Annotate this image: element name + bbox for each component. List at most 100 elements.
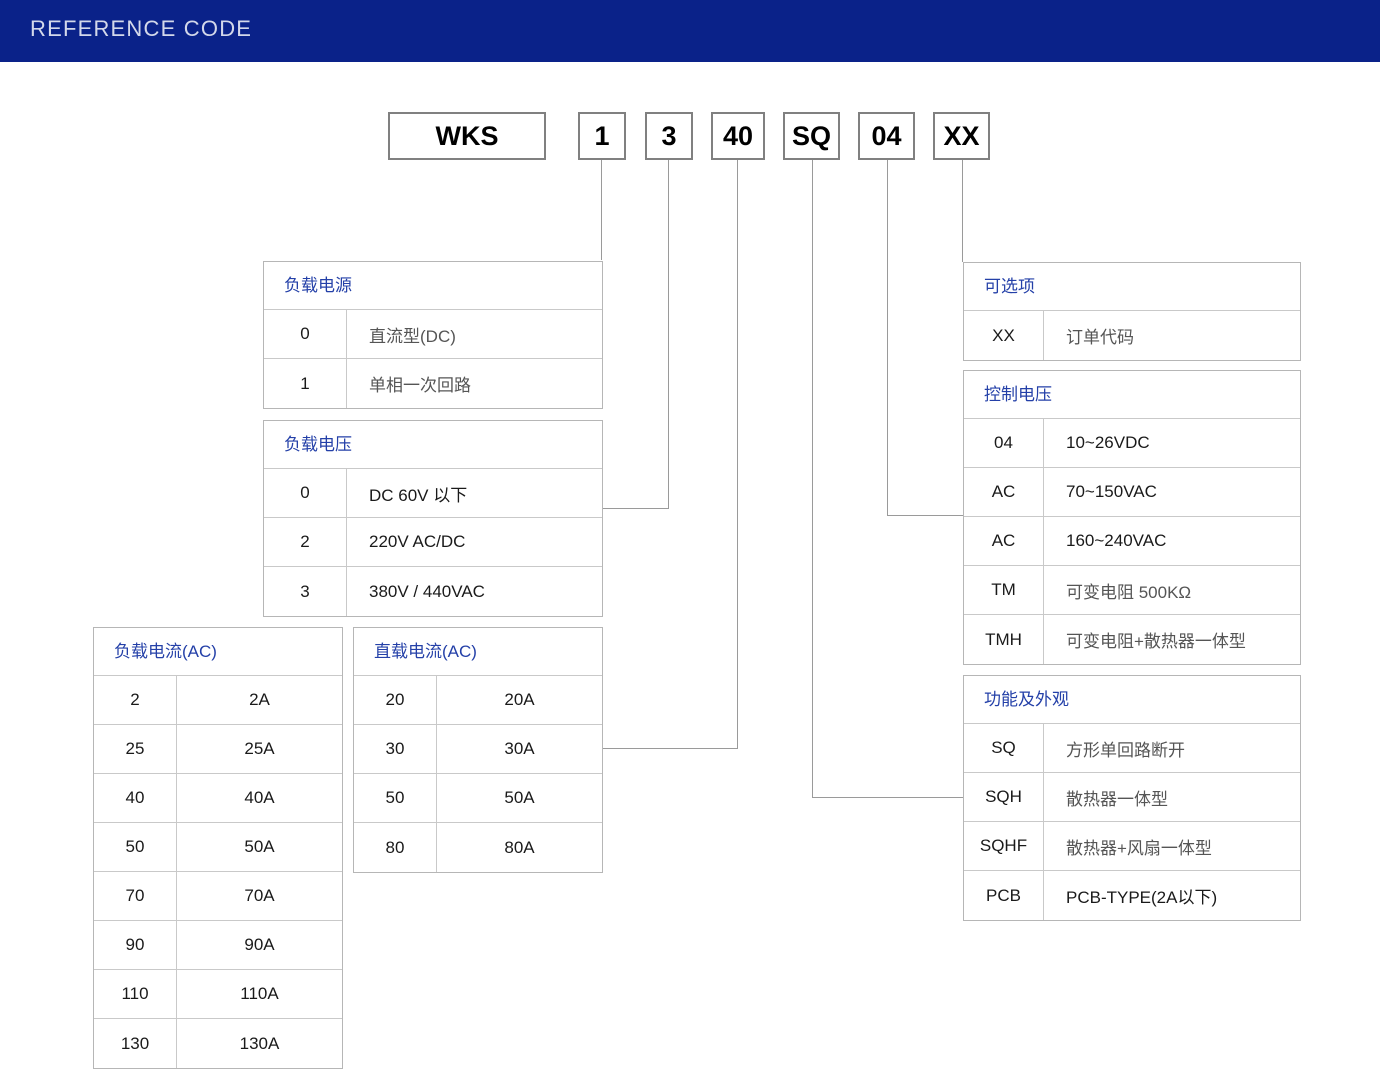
connector-load-current-v [737,160,738,749]
row-desc: 10~26VDC [1066,433,1150,452]
table-row: 90 90A [94,921,342,970]
row-desc: 70A [244,886,275,905]
table-function-appearance-title: 功能及外观 [964,676,1300,724]
row-code: TMH [964,615,1044,664]
table-control-voltage-title: 控制电压 [964,371,1300,419]
row-code: SQHF [964,822,1044,870]
table-row: 110 110A [94,970,342,1019]
row-desc: 可变电阻+散热器一体型 [1066,632,1246,651]
table-row: 50 50A [94,823,342,872]
row-code: 110 [94,970,177,1018]
table-direct-current-ac: 直载电流(AC) 20 20A 30 30A 50 50A 80 80A [353,627,603,873]
code-box-function-appearance[interactable]: SQ [783,112,840,160]
code-box-load-power[interactable]: 1 [578,112,626,160]
row-desc: 单相一次回路 [369,376,471,395]
connector-option [962,160,963,262]
row-code: 1 [264,359,347,408]
connector-function-h [812,797,964,798]
row-desc: 70~150VAC [1066,482,1157,501]
table-control-voltage: 控制电压 04 10~26VDC AC 70~150VAC AC 160~240… [963,370,1301,665]
code-box-control-voltage[interactable]: 04 [858,112,915,160]
table-load-power-title: 负载电源 [264,262,602,310]
table-row: PCB PCB-TYPE(2A以下) [964,871,1300,920]
code-box-load-voltage[interactable]: 3 [645,112,693,160]
connector-load-power [601,160,602,260]
table-row: 80 80A [354,823,602,872]
table-row: 3 380V / 440VAC [264,567,602,616]
table-row: 0 DC 60V 以下 [264,469,602,518]
row-code: 20 [354,676,437,724]
row-desc: 220V AC/DC [369,532,466,551]
table-load-current-ac-title: 负载电流(AC) [94,628,342,676]
table-option-title: 可选项 [964,263,1300,311]
row-code: 70 [94,872,177,920]
row-code: 04 [964,419,1044,467]
table-row: 25 25A [94,725,342,774]
row-code: 130 [94,1019,177,1068]
row-code: SQ [964,724,1044,772]
connector-load-current-h [603,748,738,749]
row-desc: 80A [504,837,535,857]
row-desc: DC 60V 以下 [369,485,468,505]
row-desc: 25A [244,739,275,758]
row-desc: 90A [244,935,275,954]
table-row: TMH 可变电阻+散热器一体型 [964,615,1300,664]
row-desc: 160~240VAC [1066,531,1167,550]
row-desc: 380V / 440VAC [369,581,485,601]
table-row: AC 160~240VAC [964,517,1300,566]
row-desc: PCB-TYPE(2A以下) [1066,888,1218,907]
table-row: 0 直流型(DC) [264,310,602,359]
row-desc: 可变电阻 500KΩ [1066,582,1192,602]
code-box-load-current[interactable]: 40 [711,112,765,160]
table-row: 50 50A [354,774,602,823]
table-row: SQH 散热器一体型 [964,773,1300,822]
table-load-current-ac: 负载电流(AC) 2 2A 25 25A 40 40A 50 50A 70 70… [93,627,343,1069]
table-load-voltage: 负载电压 0 DC 60V 以下 2 220V AC/DC 3 380V / 4… [263,420,603,617]
connector-control-voltage-h [887,515,964,516]
table-row: 20 20A [354,676,602,725]
row-desc: 50A [504,788,535,807]
row-desc: 方形单回路断开 [1066,740,1185,760]
row-code: 30 [354,725,437,773]
row-code: 40 [94,774,177,822]
row-desc: 50A [244,837,275,856]
row-desc: 直流型(DC) [369,326,456,346]
table-load-power: 负载电源 0 直流型(DC) 1 单相一次回路 [263,261,603,409]
row-code: PCB [964,871,1044,920]
page-header: REFERENCE CODE [0,0,1380,62]
page-title: REFERENCE CODE [30,16,253,41]
table-function-appearance: 功能及外观 SQ 方形单回路断开 SQH 散热器一体型 SQHF 散热器+风扇一… [963,675,1301,921]
table-load-voltage-title: 负载电压 [264,421,602,469]
row-desc: 2A [249,690,270,709]
row-code: 80 [354,823,437,872]
row-code: AC [964,468,1044,516]
connector-load-voltage-v [668,160,669,509]
row-code: 50 [94,823,177,871]
row-code: TM [964,566,1044,614]
row-code: 50 [354,774,437,822]
table-direct-current-ac-title: 直载电流(AC) [354,628,602,676]
code-box-option[interactable]: XX [933,112,990,160]
code-box-series[interactable]: WKS [388,112,546,160]
table-row: 130 130A [94,1019,342,1068]
row-code: AC [964,517,1044,565]
table-row: 40 40A [94,774,342,823]
table-option: 可选项 XX 订单代码 [963,262,1301,361]
table-row: AC 70~150VAC [964,468,1300,517]
row-code: 90 [94,921,177,969]
row-code: 3 [264,567,347,616]
row-code: 0 [264,469,347,517]
row-desc: 30A [504,739,535,758]
row-code: 0 [264,310,347,358]
connector-function-v [812,160,813,798]
row-desc: 散热器一体型 [1066,789,1168,809]
row-desc: 20A [504,690,535,709]
row-code: 2 [264,518,347,566]
table-row: 04 10~26VDC [964,419,1300,468]
row-code: XX [964,311,1044,360]
connector-control-voltage-v [887,160,888,516]
table-row: 70 70A [94,872,342,921]
row-desc: 110A [240,984,279,1003]
row-code: 25 [94,725,177,773]
connector-load-voltage-h [603,508,669,509]
